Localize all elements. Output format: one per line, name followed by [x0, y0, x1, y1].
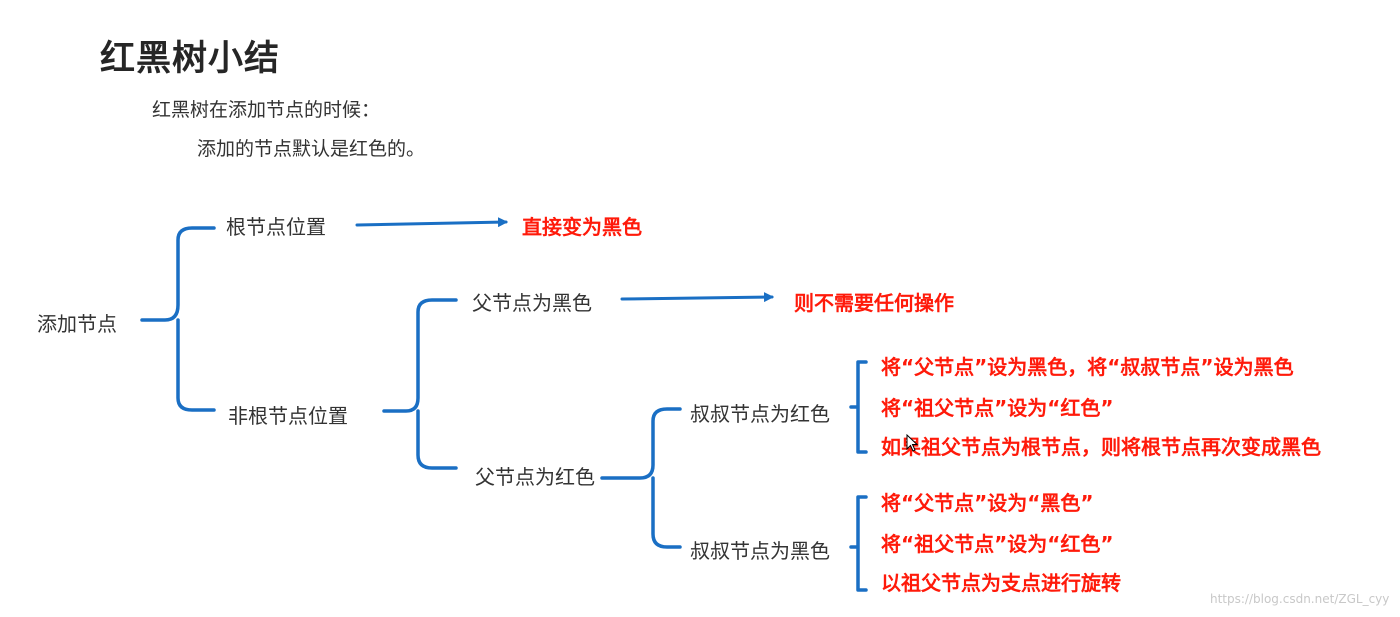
action-uncle-red-1: 将“父节点”设为黑色，将“叔叔节点”设为黑色 [881, 355, 1294, 379]
mouse-cursor-icon [906, 433, 919, 456]
action-uncle-black-3: 以祖父节点为支点进行旋转 [881, 571, 1121, 595]
brace-uncle-red [849, 360, 868, 454]
arrow-parent-black-action [620, 292, 774, 303]
brace-uncle-black [849, 495, 868, 592]
action-no-operation: 则不需要任何操作 [794, 291, 954, 315]
brace-non-root [382, 298, 458, 470]
intro-line-1: 红黑树在添加节点的时候： [152, 99, 381, 121]
brace-parent-red [600, 407, 682, 549]
node-uncle-black: 叔叔节点为黑色 [690, 539, 830, 563]
node-non-root-position: 非根节点位置 [228, 404, 348, 428]
action-root-to-black: 直接变为黑色 [522, 215, 642, 239]
brace-root [140, 226, 216, 412]
node-uncle-red: 叔叔节点为红色 [690, 402, 830, 426]
action-uncle-black-1: 将“父节点”设为“黑色” [881, 491, 1094, 515]
action-uncle-black-2: 将“祖父节点”设为“红色” [881, 532, 1114, 556]
node-parent-black: 父节点为黑色 [472, 291, 592, 315]
arrow-root-action [355, 217, 508, 228]
node-root-position: 根节点位置 [226, 215, 326, 239]
watermark: https://blog.csdn.net/ZGL_cyy [1210, 592, 1390, 606]
page-title: 红黑树小结 [100, 39, 281, 79]
node-add: 添加节点 [37, 312, 117, 336]
action-uncle-red-2: 将“祖父节点”设为“红色” [881, 396, 1114, 420]
intro-line-2: 添加的节点默认是红色的。 [197, 138, 426, 160]
action-uncle-red-3: 如果祖父节点为根节点，则将根节点再次变成黑色 [881, 435, 1321, 459]
node-parent-red: 父节点为红色 [475, 465, 595, 489]
